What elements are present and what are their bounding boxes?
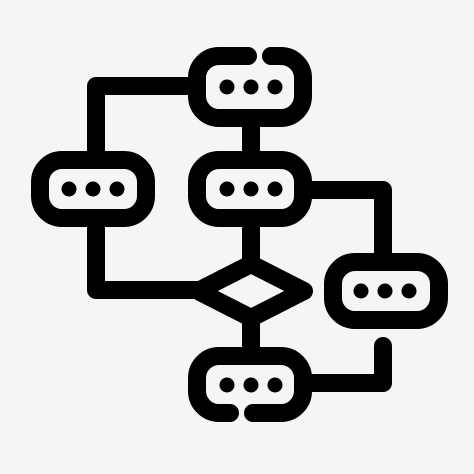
decision-diamond xyxy=(189,255,313,327)
bottom-box-dot xyxy=(219,377,235,393)
right-process-box xyxy=(324,253,448,329)
bottom-box-dot xyxy=(243,377,259,393)
bottom-box-dot xyxy=(267,377,283,393)
top-box-dot xyxy=(267,79,283,95)
middle-process-box xyxy=(188,151,312,227)
connector-right-to-bottom xyxy=(298,337,392,392)
bottom-process-box xyxy=(188,347,312,422)
middle-box-dot xyxy=(243,181,259,197)
connector-left-to-top xyxy=(87,77,205,163)
left-box-dot xyxy=(85,181,101,197)
connector-middle-to-right xyxy=(297,181,392,269)
left-box-dot xyxy=(61,181,77,197)
left-process-box xyxy=(31,151,155,227)
connector-left-to-decision xyxy=(87,211,212,299)
top-process-box xyxy=(188,47,312,127)
right-box-dot xyxy=(401,283,417,299)
flowchart-strokes xyxy=(31,47,448,422)
top-box-dot xyxy=(243,79,259,95)
top-box-dot xyxy=(219,79,235,95)
right-box-dot xyxy=(353,283,369,299)
left-box-dot xyxy=(109,181,125,197)
middle-box-dot xyxy=(267,181,283,197)
right-box-dot xyxy=(377,283,393,299)
box-dots xyxy=(61,79,417,393)
middle-box-dot xyxy=(219,181,235,197)
